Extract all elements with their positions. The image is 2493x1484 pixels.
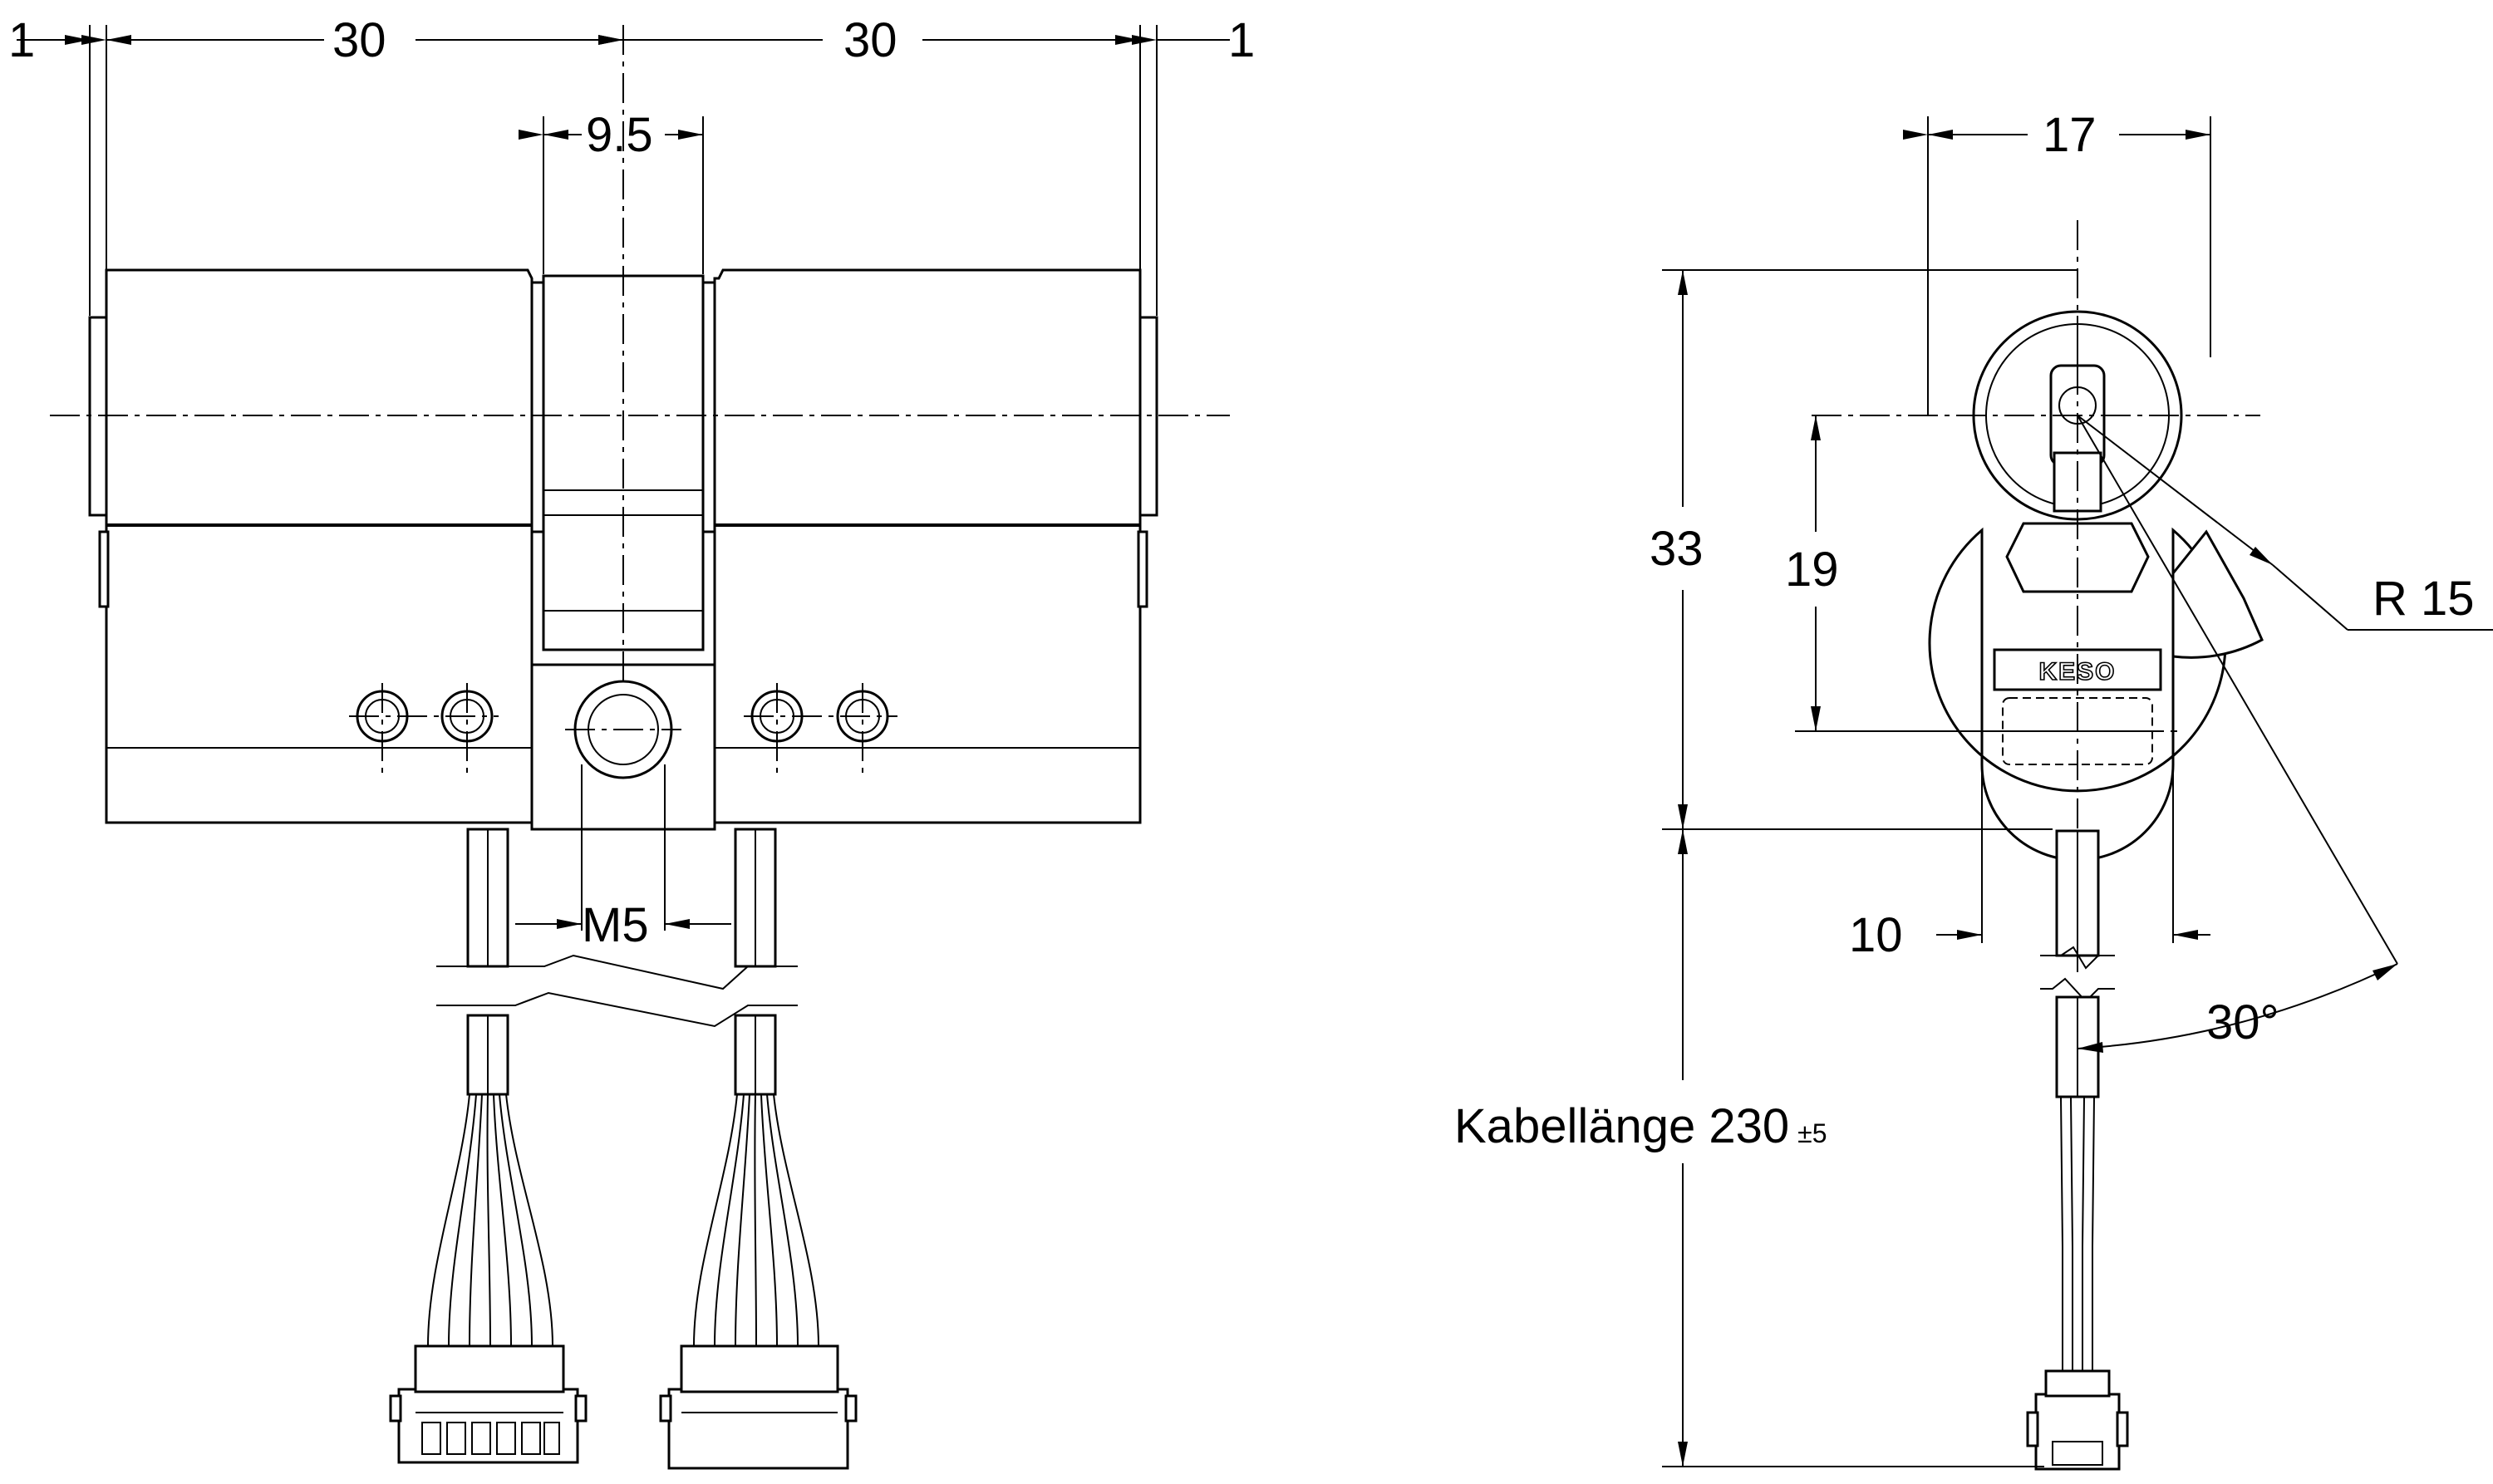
dim-thread: M5 <box>582 898 649 952</box>
cable-side <box>2040 829 2115 1371</box>
dim-angle: 30° <box>2206 995 2279 1049</box>
right-cylinder-body <box>713 268 1148 824</box>
extension-lines <box>89 25 1158 316</box>
dim-width-side: 17 <box>2043 108 2097 162</box>
dim-height-total: 33 <box>1650 522 1704 576</box>
front-view: 1 30 30 1 9.5 M5 <box>8 13 1255 1470</box>
side-extension-lines <box>1662 116 2211 1467</box>
connector-left <box>389 1344 588 1464</box>
cables-front <box>427 828 819 1347</box>
cable-length-label: Kabellänge 230 <box>1454 1099 1789 1153</box>
dimension-cam <box>519 130 703 140</box>
svg-text:Kabellänge 230±5: Kabellänge 230 ±5 <box>1454 1099 1827 1153</box>
dim-left-body: 30 <box>332 13 386 67</box>
dimension-overall-top <box>17 35 1230 45</box>
screw-holes <box>349 680 897 931</box>
dim-left-offset: 1 <box>8 13 35 67</box>
connector-right <box>659 1344 858 1470</box>
connector-side <box>2026 1369 2129 1471</box>
dim-neck-width: 10 <box>1849 908 1903 962</box>
dim-radius: R 15 <box>2373 572 2475 626</box>
dim-right-offset: 1 <box>1228 13 1255 67</box>
cam-flange <box>2171 529 2264 659</box>
dim-axis-to-bottom: 19 <box>1785 543 1839 597</box>
dim-cam-width: 9.5 <box>586 108 653 162</box>
side-view: KESO <box>1454 108 2493 1471</box>
left-cylinder-body <box>98 268 534 824</box>
cable-length-tolerance: ±5 <box>1797 1118 1827 1148</box>
dim-right-body: 30 <box>843 13 897 67</box>
dimension-thread <box>515 919 731 929</box>
